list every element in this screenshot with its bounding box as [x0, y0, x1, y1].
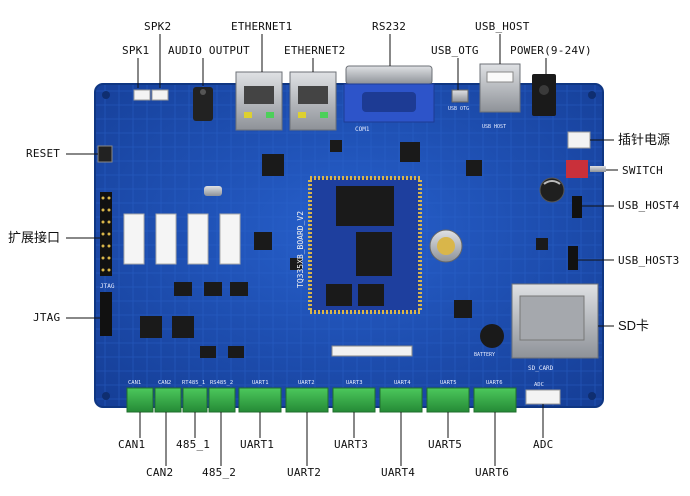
terminal-uart2 — [285, 387, 329, 413]
label-ethernet1: ETHERNET1 — [231, 20, 293, 33]
mount-hole — [588, 392, 596, 400]
label-uart2: UART2 — [287, 466, 322, 479]
driver-chips — [140, 232, 302, 358]
spk1-connector — [133, 89, 151, 101]
audio-jack — [193, 87, 213, 121]
terminal-uart6 — [473, 387, 517, 413]
label-can1: CAN1 — [118, 438, 146, 451]
label-rs232: RS232 — [372, 20, 407, 33]
power-switch — [566, 160, 588, 178]
crystal — [204, 186, 222, 196]
silk-usb-otg: USB OTG — [448, 106, 469, 112]
silk-sd-card: SD_CARD — [528, 365, 554, 372]
terminal-uart4 — [379, 387, 423, 413]
expansion-header — [100, 192, 112, 276]
silk-can2: CAN2 — [158, 380, 171, 386]
label-uart1: UART1 — [240, 438, 275, 451]
label-usb-host3: USB_HOST3 — [618, 254, 680, 267]
terminal-can2 — [154, 387, 182, 413]
rs232-db9 — [345, 65, 433, 85]
label-spk1: SPK1 — [122, 44, 150, 57]
label-485-2: 485_2 — [202, 466, 237, 479]
silk-uart5: UART5 — [440, 380, 457, 386]
jtag-header — [100, 292, 112, 336]
terminal-uart5 — [426, 387, 470, 413]
silk-usb-host: USB HOST — [482, 124, 506, 130]
silk-rs485-1: RT485_1 — [182, 380, 205, 386]
label-expansion-port: 扩展接口 — [8, 230, 61, 245]
label-adc: ADC — [533, 438, 554, 451]
label-uart3: UART3 — [334, 438, 369, 451]
usb-host3-header — [568, 246, 578, 270]
label-spk2: SPK2 — [144, 20, 172, 33]
label-switch: SWITCH — [622, 164, 663, 177]
spk2-connector — [151, 89, 169, 101]
terminal-uart1 — [238, 387, 282, 413]
terminal-can1 — [126, 387, 154, 413]
label-pin-power: 插针电源 — [618, 132, 671, 147]
usb-host4-header — [572, 196, 582, 218]
callout-lines — [66, 34, 618, 466]
label-uart4: UART4 — [381, 466, 416, 479]
silk-uart1: UART1 — [252, 380, 269, 386]
silk-uart3: UART3 — [346, 380, 363, 386]
silk-uart4: UART4 — [394, 380, 411, 386]
silk-com1: COM1 — [355, 126, 370, 133]
mount-hole — [588, 91, 596, 99]
usb-host-port — [479, 63, 521, 113]
label-485-1: 485_1 — [176, 438, 211, 451]
mount-hole — [102, 91, 110, 99]
small-chips — [262, 140, 548, 318]
silk-adc: ADC — [534, 382, 544, 388]
label-uart6: UART6 — [475, 466, 510, 479]
ffc-connector — [331, 345, 413, 357]
usb-otg-port — [451, 89, 469, 103]
label-ethernet2: ETHERNET2 — [284, 44, 346, 57]
optocoupler-blocks — [123, 213, 241, 265]
terminal-485-2 — [208, 387, 236, 413]
silk-uart6: UART6 — [486, 380, 503, 386]
mount-hole — [102, 392, 110, 400]
label-audio-output: AUDIO OUTPUT — [168, 44, 250, 57]
silk-uart2: UART2 — [298, 380, 315, 386]
label-usb-host: USB_HOST — [475, 20, 530, 33]
label-reset: RESET — [26, 147, 61, 160]
terminal-blocks — [126, 387, 517, 413]
reset-button — [97, 145, 113, 163]
silk-rs485-2: RS485_2 — [210, 380, 233, 386]
label-can2: CAN2 — [146, 466, 174, 479]
silk-board-name: TQ335XB_BOARD_V2 — [296, 211, 305, 288]
label-power: POWER(9-24V) — [510, 44, 592, 57]
label-uart5: UART5 — [428, 438, 463, 451]
label-jtag: JTAG — [33, 311, 61, 324]
label-usb-host4: USB_HOST4 — [618, 199, 680, 212]
silk-battery: BATTERY — [474, 352, 495, 358]
silk-jtag: JTAG — [100, 283, 115, 290]
label-usb-otg: USB_OTG — [431, 44, 479, 57]
adc-connector — [525, 389, 561, 405]
terminal-485-1 — [182, 387, 208, 413]
label-sd-card: SD卡 — [618, 318, 650, 333]
capacitor — [539, 177, 565, 203]
silk-can1: CAN1 — [128, 380, 141, 386]
terminal-uart3 — [332, 387, 376, 413]
buzzer — [480, 324, 504, 348]
pin-power-connector — [567, 131, 591, 149]
